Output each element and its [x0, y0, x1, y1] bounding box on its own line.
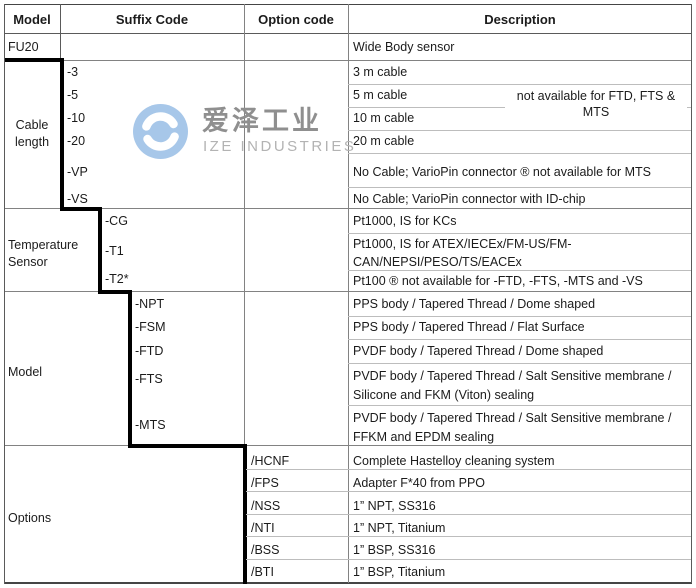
model-description: Wide Body sensor	[353, 39, 455, 54]
header-option-code: Option code	[258, 12, 334, 27]
option-code: /BSS	[251, 543, 280, 557]
suffix-code: -20	[67, 133, 86, 148]
staircase-vertical-cable	[60, 58, 64, 210]
pinwheel-logo-icon	[133, 104, 188, 159]
suffix-code: -VS	[67, 191, 88, 206]
option-code: /FPS	[251, 476, 279, 490]
row-separator	[348, 405, 691, 406]
section-line-cable-left	[4, 208, 60, 210]
row-separator	[246, 559, 691, 560]
cable-availability-note: not available for FTD, FTS & MTS	[505, 87, 687, 122]
suffix-code: -FTD	[135, 343, 164, 358]
row-separator	[246, 513, 691, 515]
option-code: /NSS	[251, 498, 281, 513]
suffix-code: -VP	[67, 164, 88, 179]
option-code: /HCNF	[251, 453, 290, 468]
suffix-code: -CG	[105, 213, 128, 228]
row-description: Adapter F*40 from PPO	[353, 476, 486, 490]
row-description: PVDF body / Tapered Thread / Salt Sensit…	[353, 369, 672, 402]
row-description: Pt1000, IS for KCs	[353, 213, 457, 228]
section-line-model-left	[4, 445, 128, 447]
row-description: 10 m cable	[353, 110, 415, 125]
watermark-english-text: IZE INDUSTRIES	[203, 138, 357, 155]
row-description: 1” BSP, SS316	[353, 543, 436, 557]
row-description: Pt1000, IS for ATEX/IECEx/FM-US/FM-CAN/N…	[353, 236, 572, 269]
suffix-code: -NPT	[135, 296, 165, 311]
suffix-code: -5	[67, 87, 79, 102]
suffix-code: -T2*	[105, 271, 129, 286]
row-separator	[348, 339, 691, 340]
row-description: 5 m cable	[353, 87, 408, 102]
row-separator	[246, 536, 691, 537]
section-line-temp-right	[131, 291, 692, 293]
section-line-temp-left	[4, 291, 98, 293]
row-line-fu20	[63, 59, 692, 61]
row-description: Pt100 ® not available for -FTD, -FTS, -M…	[353, 273, 643, 288]
staircase-step-temp	[98, 290, 132, 294]
suffix-code: -3	[67, 64, 79, 79]
header-suffix-code: Suffix Code	[115, 12, 189, 27]
table-right-border	[691, 4, 692, 583]
staircase-vertical-model	[128, 290, 132, 447]
model-code: FU20	[8, 39, 39, 54]
row-separator	[348, 315, 691, 317]
staircase-vertical-options	[243, 444, 247, 584]
watermark-chinese-text: 爱泽工业	[202, 106, 322, 136]
table-left-border	[4, 4, 5, 584]
option-code: /NTI	[251, 520, 275, 535]
row-separator	[348, 363, 691, 364]
option-column-line	[244, 4, 245, 445]
row-separator	[348, 152, 691, 154]
header-model: Model	[13, 12, 51, 27]
model-column-line	[60, 4, 61, 60]
row-separator	[348, 270, 691, 271]
row-separator	[348, 186, 691, 188]
row-description: 1” NPT, Titanium	[353, 520, 446, 535]
row-separator	[348, 233, 691, 234]
row-description: 3 m cable	[353, 64, 408, 79]
row-separator	[348, 83, 691, 85]
option-code: /BTI	[251, 565, 274, 579]
section-label-model: Model	[8, 364, 43, 379]
row-separator	[246, 491, 691, 492]
row-description: PVDF body / Tapered Thread / Salt Sensit…	[353, 411, 672, 444]
row-separator	[246, 468, 691, 470]
row-description: PPS body / Tapered Thread / Flat Surface	[353, 319, 585, 334]
header-description: Description	[484, 12, 556, 27]
staircase-vertical-temp	[98, 207, 102, 293]
section-label-temperature-sensor: Temperature Sensor	[8, 238, 79, 269]
row-description: 20 m cable	[353, 133, 415, 148]
section-label-options: Options	[8, 510, 52, 525]
row-description: 1” NPT, SS316	[353, 498, 436, 513]
staircase-step-fu20	[4, 58, 64, 62]
section-line-cable-right	[101, 208, 692, 210]
row-description: 1” BSP, Titanium	[353, 565, 446, 579]
row-separator	[348, 129, 691, 131]
row-description: PPS body / Tapered Thread / Dome shaped	[353, 296, 596, 311]
table-bottom-border	[4, 582, 692, 584]
ize-logo-icon	[133, 104, 188, 159]
section-line-model-right	[246, 445, 692, 447]
suffix-code: -10	[67, 110, 86, 125]
row-description: No Cable; VarioPin connector with ID-chi…	[353, 191, 586, 206]
suffix-code: -MTS	[135, 417, 166, 432]
suffix-code: -FTS	[135, 371, 163, 386]
section-label-cable-length: Cable length	[14, 118, 50, 149]
staircase-step-model	[128, 444, 247, 448]
staircase-step-cable	[60, 207, 102, 211]
row-description: PVDF body / Tapered Thread / Dome shaped	[353, 343, 604, 358]
row-description: Complete Hastelloy cleaning system	[353, 453, 555, 468]
description-column-line	[348, 4, 349, 583]
suffix-code: -FSM	[135, 319, 166, 334]
row-description: No Cable; VarioPin connector ® not avail…	[353, 164, 652, 179]
suffix-code: -T1	[105, 243, 124, 258]
